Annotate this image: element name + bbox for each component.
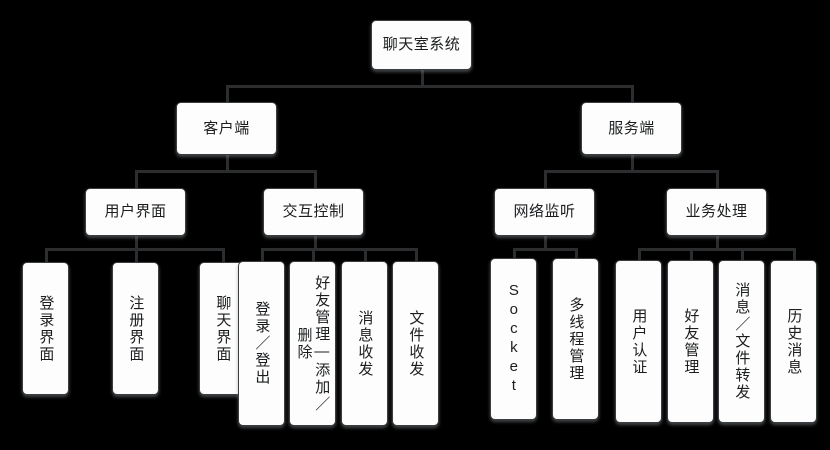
node-label: 聊天界面 bbox=[214, 294, 232, 363]
node-label: 注册界面 bbox=[127, 294, 145, 363]
node-login-screen[interactable]: 登录界面 bbox=[22, 262, 69, 395]
node-friend-management-server[interactable]: 好友管理 bbox=[667, 260, 714, 423]
node-label: 用户界面 bbox=[104, 203, 167, 221]
edge-server-bus bbox=[544, 170, 719, 173]
edge-server-to-business bbox=[716, 170, 719, 188]
edge-interaction-to-file bbox=[415, 248, 418, 262]
edge-root-to-server bbox=[631, 85, 634, 102]
node-multithread-management[interactable]: 多线程管理 bbox=[552, 258, 599, 420]
edge-netlisten-down bbox=[544, 236, 547, 249]
edge-ui-down bbox=[135, 236, 138, 249]
node-label: Socket bbox=[505, 282, 523, 396]
edge-netlisten-bus bbox=[513, 248, 578, 251]
edge-client-to-interaction bbox=[314, 170, 317, 188]
edge-ui-to-chat bbox=[222, 248, 225, 262]
edge-business-down bbox=[716, 236, 719, 249]
node-friend-management[interactable]: 好友管理—添加／删除 bbox=[289, 261, 336, 426]
node-label: 多线程管理 bbox=[567, 296, 585, 382]
node-message-file-forward[interactable]: 消息／文件转发 bbox=[718, 260, 765, 423]
node-label: 网络监听 bbox=[513, 203, 576, 221]
node-label: 用户认证 bbox=[630, 307, 648, 376]
edge-root-to-client bbox=[226, 85, 229, 102]
edge-server-down bbox=[631, 155, 634, 171]
node-label: 消息收发 bbox=[356, 309, 374, 378]
edge-ui-to-login bbox=[45, 248, 48, 262]
edge-business-to-forward bbox=[741, 248, 744, 262]
edge-client-down bbox=[226, 155, 229, 171]
edge-interaction-bus bbox=[261, 248, 418, 251]
edge-client-bus bbox=[135, 170, 317, 173]
edge-business-to-auth bbox=[638, 248, 641, 262]
node-label: 业务处理 bbox=[685, 203, 748, 221]
edge-root-down bbox=[421, 70, 424, 86]
edge-business-to-history bbox=[793, 248, 796, 262]
edge-business-to-friend bbox=[690, 248, 693, 262]
node-label: 登录界面 bbox=[37, 294, 55, 363]
node-root-chatroom-system[interactable]: 聊天室系统 bbox=[371, 20, 472, 70]
node-message-send-receive[interactable]: 消息收发 bbox=[341, 261, 388, 426]
edge-netlisten-to-multithread bbox=[575, 248, 578, 262]
node-label: 历史消息 bbox=[785, 307, 803, 376]
edge-ui-to-register bbox=[135, 248, 138, 262]
node-label: 服务端 bbox=[608, 119, 655, 137]
node-server[interactable]: 服务端 bbox=[581, 102, 682, 155]
node-label: 好友管理—添加／删除 bbox=[295, 274, 331, 413]
node-login-logout[interactable]: 登录／登出 bbox=[238, 261, 285, 426]
node-history-message[interactable]: 历史消息 bbox=[770, 260, 817, 423]
node-interaction-control[interactable]: 交互控制 bbox=[263, 188, 364, 236]
node-network-listening[interactable]: 网络监听 bbox=[494, 188, 595, 236]
node-socket[interactable]: Socket bbox=[490, 258, 537, 420]
node-client[interactable]: 客户端 bbox=[176, 102, 277, 155]
edge-interaction-to-loginout bbox=[261, 248, 264, 262]
node-user-authentication[interactable]: 用户认证 bbox=[615, 260, 662, 423]
edge-business-bus bbox=[638, 248, 796, 251]
node-user-interface[interactable]: 用户界面 bbox=[85, 188, 186, 236]
node-label: 客户端 bbox=[203, 119, 250, 137]
node-label: 消息／文件转发 bbox=[733, 282, 751, 401]
node-label: 好友管理 bbox=[682, 307, 700, 376]
edge-interaction-down bbox=[314, 236, 317, 249]
node-label: 聊天室系统 bbox=[382, 36, 461, 54]
edge-server-to-netlisten bbox=[544, 170, 547, 188]
node-label: 交互控制 bbox=[282, 203, 345, 221]
edge-client-to-ui bbox=[135, 170, 138, 188]
node-register-screen[interactable]: 注册界面 bbox=[112, 262, 159, 395]
edge-root-bus bbox=[226, 85, 634, 88]
node-label: 登录／登出 bbox=[253, 301, 271, 386]
node-business-processing[interactable]: 业务处理 bbox=[666, 188, 767, 236]
node-label: 文件收发 bbox=[407, 309, 425, 378]
edge-interaction-to-friend bbox=[312, 248, 315, 262]
edge-netlisten-to-socket bbox=[513, 248, 516, 262]
node-file-send-receive[interactable]: 文件收发 bbox=[392, 261, 439, 426]
edge-interaction-to-message bbox=[364, 248, 367, 262]
